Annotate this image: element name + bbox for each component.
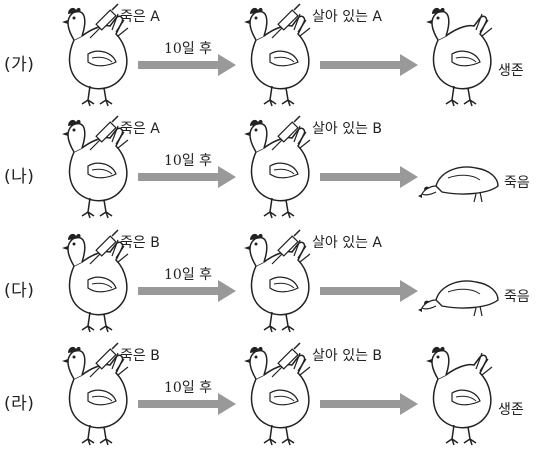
- hen-icon: [418, 339, 498, 451]
- result-label: 죽음: [504, 289, 530, 305]
- row-label: (다): [4, 281, 35, 301]
- arrow-right-icon: [138, 278, 236, 302]
- first-injection-label: 죽은 B: [120, 348, 160, 364]
- second-injection-label: 살아 있는 A: [312, 9, 382, 25]
- experiment-row-4: (라) 죽은 B 10일 후 살아 있는 B 생존: [0, 339, 537, 451]
- hen-icon: [236, 339, 316, 451]
- arrow-right-icon: [320, 164, 418, 188]
- row-label: (나): [4, 167, 35, 187]
- result-label: 생존: [498, 402, 524, 418]
- first-injection-label: 죽은 B: [120, 235, 160, 251]
- hen-icon: [418, 0, 498, 112]
- experiment-row-1: (가) 죽은 A 10일 후 살아 있는 A 생존: [0, 0, 537, 112]
- second-injection-label: 살아 있는 B: [312, 348, 383, 364]
- dead-hen-icon: [417, 270, 502, 320]
- experiment-row-2: (나) 죽은 A 10일 후 살아 있는 B 죽음: [0, 112, 537, 224]
- after-10-days-label: 10일 후: [164, 41, 213, 57]
- arrow-right-icon: [320, 391, 418, 415]
- hen-icon: [236, 226, 316, 338]
- second-injection-label: 살아 있는 A: [312, 235, 382, 251]
- second-injection-label: 살아 있는 B: [312, 121, 383, 137]
- row-label: (가): [4, 55, 35, 75]
- result-label: 생존: [498, 63, 524, 79]
- after-10-days-label: 10일 후: [164, 380, 213, 396]
- after-10-days-label: 10일 후: [164, 267, 213, 283]
- experiment-row-3: (다) 죽은 B 10일 후 살아 있는 A 죽음: [0, 226, 537, 338]
- arrow-right-icon: [320, 278, 418, 302]
- result-label: 죽음: [504, 175, 530, 191]
- dead-hen-icon: [417, 156, 502, 206]
- row-label: (라): [4, 394, 35, 414]
- hen-icon: [236, 112, 316, 224]
- hen-icon: [236, 0, 316, 112]
- arrow-right-icon: [138, 52, 236, 76]
- arrow-right-icon: [138, 391, 236, 415]
- arrow-right-icon: [320, 52, 418, 76]
- first-injection-label: 죽은 A: [120, 121, 160, 137]
- after-10-days-label: 10일 후: [164, 153, 213, 169]
- arrow-right-icon: [138, 164, 236, 188]
- first-injection-label: 죽은 A: [120, 9, 160, 25]
